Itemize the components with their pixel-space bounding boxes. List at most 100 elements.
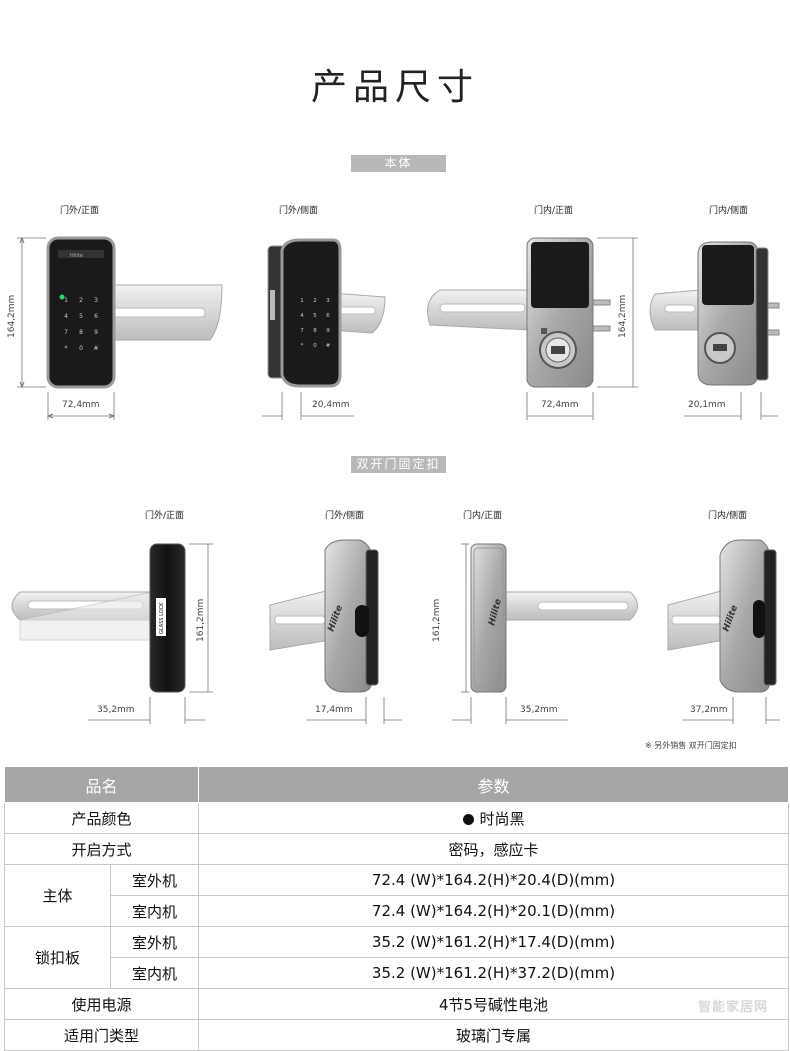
product-drawings: Hilite 1 2 3 4 5 6 7 8 9 * 0 # 1 2 3 4 5 6 7 8 9 * 0 #: [11, 236, 780, 724]
keypad-key: 3: [326, 298, 330, 304]
brand-text: Hilite: [70, 253, 83, 259]
row-sublabel-catch-indoor: 室内机: [109, 957, 200, 989]
lock-outer-front: Hilite: [46, 236, 223, 389]
watermark: 智能家居网: [697, 1000, 768, 1015]
header-name: 品名: [3, 766, 200, 803]
row-value-catch-indoor: 35.2 (W)*161.2(H)*37.2(D)(mm): [198, 957, 790, 989]
keypad-key: 1: [64, 297, 68, 304]
catch-inner-front: Hilite: [470, 543, 638, 693]
table-row: 室内机 35.2 (W)*161.2(H)*37.2(D)(mm): [5, 957, 790, 989]
keypad-key: 3: [94, 297, 98, 304]
dim-lines-catch-outer-front: [88, 543, 213, 724]
view-label-inner-front: 门内/正面: [534, 206, 574, 216]
catch-plate-text: GLASS LOCK: [159, 602, 165, 634]
header-params: 参数: [198, 766, 790, 803]
keypad-outer-side: 1 2 3 4 5 6 7 8 9 * 0 #: [300, 298, 330, 349]
view-label-outer-side: 门外/侧面: [279, 206, 319, 216]
table-row: 使用电源 4节5号碱性电池: [3, 988, 790, 1020]
lock-inner-front: [427, 237, 611, 388]
keypad-key: 6: [326, 313, 330, 319]
keypad-key: 8: [313, 328, 317, 334]
dim-width-catch-inner-side: 37,2mm: [690, 705, 728, 715]
catch-outer-front: GLASS LOCK: [11, 543, 186, 693]
dim-width-outer-front: 72,4mm: [62, 400, 100, 410]
view-label-outer-front: 门外/正面: [60, 206, 100, 216]
dim-lines-outer-front: [17, 237, 115, 420]
keypad-key: 4: [300, 313, 304, 319]
dim-lines-inner-side: [684, 392, 778, 420]
page-title: 产品尺寸: [310, 67, 479, 108]
section-label-body: 本体: [351, 155, 446, 172]
catch-outer-side: Hilite: [269, 539, 379, 693]
dim-width-inner-side: 20,1mm: [688, 400, 726, 410]
keypad-key: 2: [79, 297, 83, 304]
table-row: 产品颜色 时尚黑: [3, 802, 790, 834]
row-sublabel-main-indoor: 室内机: [109, 895, 200, 927]
dim-lines-catch-inner-front: [452, 543, 568, 724]
lock-outer-side: [267, 238, 386, 388]
color-swatch: [462, 813, 474, 825]
row-sublabel-catch-outdoor: 室外机: [109, 926, 200, 958]
keypad-key: 6: [94, 313, 98, 320]
dim-width-inner-front: 72,4mm: [541, 400, 579, 410]
keypad-key: #: [326, 343, 331, 349]
row-label-color: 产品颜色: [3, 802, 200, 834]
keypad-key: 2: [313, 298, 317, 304]
row-label-open: 开启方式: [3, 833, 200, 865]
table-header-row: 品名 参数: [3, 766, 790, 803]
sold-separately-note: ※ 另外销售 双开门固定扣: [645, 741, 737, 750]
view-label-catch-outer-front: 门外/正面: [145, 511, 185, 521]
spec-table: 品名 参数 产品颜色 时尚黑 开启方式 密码，感应卡 主体 室外机 72.4 (…: [3, 766, 790, 1051]
keypad-key: 5: [313, 313, 317, 319]
view-label-inner-side: 门内/侧面: [709, 206, 749, 216]
section-label-catch: 双开门固定扣: [351, 456, 446, 473]
dim-lines-catch-outer-side: [306, 697, 402, 724]
row-value-open: 密码，感应卡: [198, 833, 790, 865]
table-row: 主体 室外机 72.4 (W)*164.2(H)*20.4(D)(mm): [4, 864, 790, 927]
keypad-key: 9: [94, 329, 98, 336]
table-row: 锁扣板 室外机 35.2 (W)*161.2(H)*17.4(D)(mm): [4, 926, 790, 989]
table-row: 适用门类型 玻璃门专属: [3, 1019, 790, 1051]
row-label-main: 主体: [4, 864, 111, 927]
dim-lines-outer-side: [262, 392, 354, 420]
dim-height-catch-inner-front: 161,2mm: [432, 598, 442, 642]
view-label-catch-inner-side: 门内/侧面: [708, 511, 748, 521]
row-value-main-outdoor: 72.4 (W)*164.2(H)*20.4(D)(mm): [198, 864, 790, 896]
dim-width-catch-inner-front: 35,2mm: [520, 705, 558, 715]
keypad-key: 1: [300, 298, 304, 304]
row-label-catch: 锁扣板: [4, 926, 111, 989]
keypad-key: 0: [313, 343, 317, 349]
row-label-power: 使用电源: [3, 988, 200, 1020]
dim-height-inner-front: 164,2mm: [618, 294, 628, 338]
row-sublabel-main-outdoor: 室外机: [109, 864, 200, 896]
dim-width-catch-outer-front: 35,2mm: [97, 705, 135, 715]
dim-width-catch-outer-side: 17,4mm: [315, 705, 353, 715]
dim-lines-catch-inner-side: [682, 697, 780, 724]
keypad-key: 5: [79, 313, 83, 320]
lock-inner-side: [649, 241, 780, 386]
keypad-key: 9: [326, 328, 330, 334]
keypad-key: *: [65, 345, 68, 352]
row-value-door: 玻璃门专属: [198, 1019, 790, 1051]
row-value-power: 4节5号碱性电池: [198, 988, 790, 1020]
catch-inner-side: Hilite: [667, 539, 777, 693]
row-value-color: 时尚黑: [198, 802, 790, 834]
row-label-door: 适用门类型: [3, 1019, 200, 1051]
keypad-key: 4: [64, 313, 68, 320]
row-value-catch-outdoor: 35.2 (W)*161.2(H)*17.4(D)(mm): [198, 926, 790, 958]
dim-height-outer-front: 164,2mm: [7, 294, 17, 338]
keypad-key: 7: [64, 329, 68, 336]
keypad-key: #: [93, 345, 98, 352]
keypad-key: 7: [300, 328, 304, 334]
keypad-key: 0: [79, 345, 83, 352]
dim-height-catch-outer-front: 161,2mm: [196, 598, 206, 642]
keypad-key: *: [301, 343, 304, 349]
dim-width-outer-side: 20,4mm: [312, 400, 350, 410]
table-row: 室内机 72.4 (W)*164.2(H)*20.1(D)(mm): [5, 895, 790, 927]
view-label-catch-outer-side: 门外/侧面: [325, 511, 365, 521]
row-value-main-indoor: 72.4 (W)*164.2(H)*20.1(D)(mm): [198, 895, 790, 927]
view-label-catch-inner-front: 门内/正面: [463, 511, 503, 521]
table-row: 开启方式 密码，感应卡: [3, 833, 790, 865]
dim-lines-inner-front: [526, 237, 638, 420]
